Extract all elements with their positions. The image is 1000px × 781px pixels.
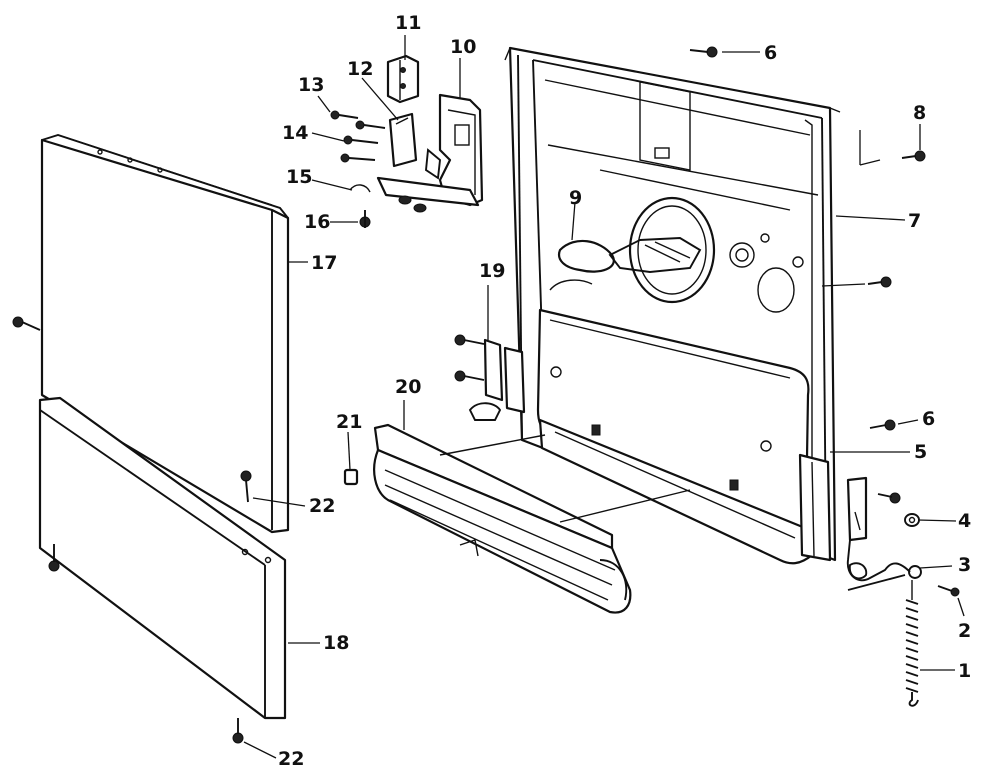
callout-21: 21 xyxy=(336,411,363,433)
screw-7-side xyxy=(867,276,892,288)
callout-14: 14 xyxy=(282,122,309,144)
latch-assembly xyxy=(330,54,484,228)
bolt xyxy=(877,492,901,504)
screw-side-left xyxy=(12,316,41,331)
assembly-guide-lines xyxy=(439,434,861,531)
callout-16: 16 xyxy=(304,211,331,233)
callout-6-top: 6 xyxy=(764,42,778,64)
screw-13 xyxy=(330,110,359,120)
screw-19-lower xyxy=(454,370,485,382)
clip-21 xyxy=(343,468,359,486)
callout-18: 18 xyxy=(323,632,350,654)
screw-19-upper xyxy=(454,334,485,346)
callout-12: 12 xyxy=(347,58,374,80)
callout-13: 13 xyxy=(298,74,325,96)
callout-3: 3 xyxy=(958,554,972,576)
door-spring xyxy=(905,580,919,707)
dispenser-assembly xyxy=(549,196,804,313)
screw-14 xyxy=(340,120,386,163)
callout-1: 1 xyxy=(958,660,972,682)
screw-16 xyxy=(359,210,371,228)
screw-6-top xyxy=(689,46,718,58)
callout-7: 7 xyxy=(908,210,922,232)
callout-4: 4 xyxy=(958,510,972,532)
callout-22-lower: 22 xyxy=(278,748,305,770)
screw-lower-panel xyxy=(48,544,60,572)
screw-8 xyxy=(901,150,926,162)
callout-10: 10 xyxy=(450,36,477,58)
callout-2: 2 xyxy=(958,620,972,642)
callout-8: 8 xyxy=(913,102,927,124)
bottom-trim-panel xyxy=(373,423,632,614)
callout-22-upper: 22 xyxy=(309,495,336,517)
screw-6-mid xyxy=(869,419,896,431)
callout-20: 20 xyxy=(395,376,422,398)
callout-9: 9 xyxy=(569,187,583,209)
outer-door-panel xyxy=(40,134,290,534)
washer-4 xyxy=(904,513,920,527)
callout-17: 17 xyxy=(311,252,338,274)
right-hinge-bracket xyxy=(798,453,832,562)
screw-2 xyxy=(937,585,960,597)
lower-access-panel xyxy=(38,396,287,720)
screw-22-upper xyxy=(240,470,252,503)
callout-11: 11 xyxy=(395,12,422,34)
callout-5: 5 xyxy=(914,441,928,463)
callout-15: 15 xyxy=(286,166,313,188)
callout-6-mid: 6 xyxy=(922,408,936,430)
callout-19: 19 xyxy=(479,260,506,282)
left-hinge-bracket xyxy=(468,338,526,421)
leader-lines xyxy=(243,35,965,759)
hinge-spring-assembly xyxy=(846,476,960,707)
screw-22-lower xyxy=(232,718,244,744)
